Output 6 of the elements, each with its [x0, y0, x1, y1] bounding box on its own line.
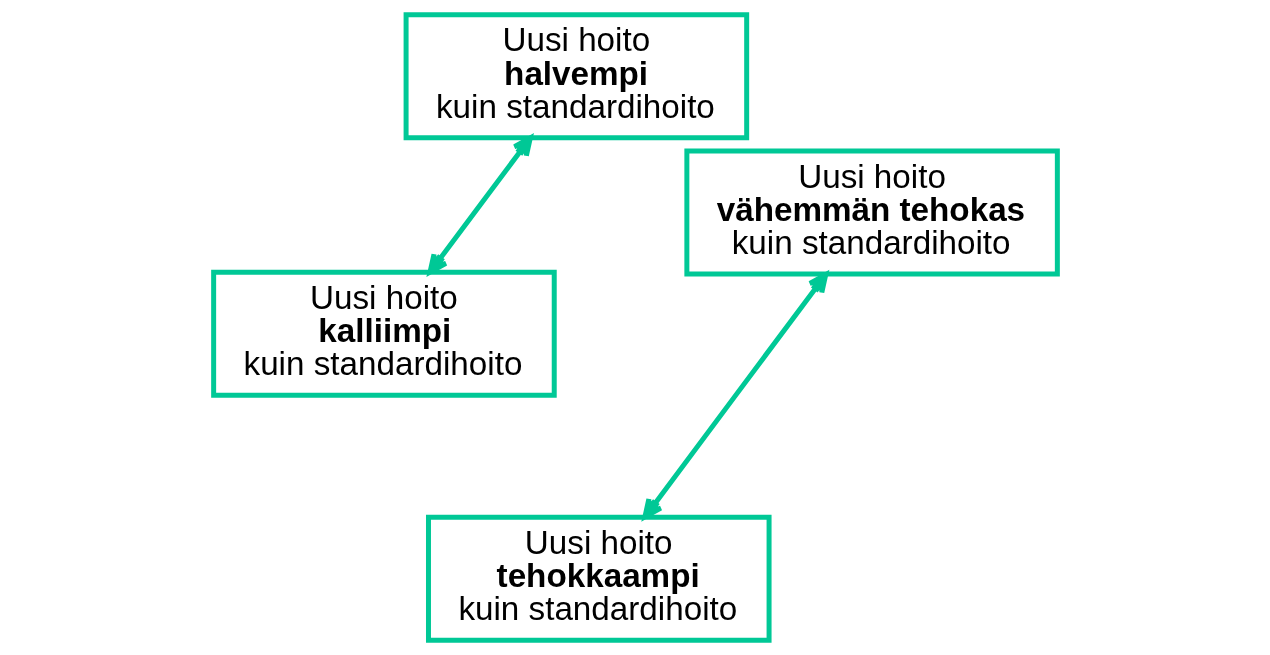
arrow [427, 135, 533, 275]
arrow [641, 272, 828, 520]
node-box: Uusi hoito kalliimpi kuin standardihoito [210, 269, 557, 398]
node-box: Uusi hoito tehokkaampi kuin standardihoito [425, 514, 772, 643]
node-box: Uusi hoito vähemmän tehokas kuin standardihoito [683, 148, 1060, 277]
node-box: Uusi hoito halvempi kuin standardihoito [403, 12, 749, 141]
